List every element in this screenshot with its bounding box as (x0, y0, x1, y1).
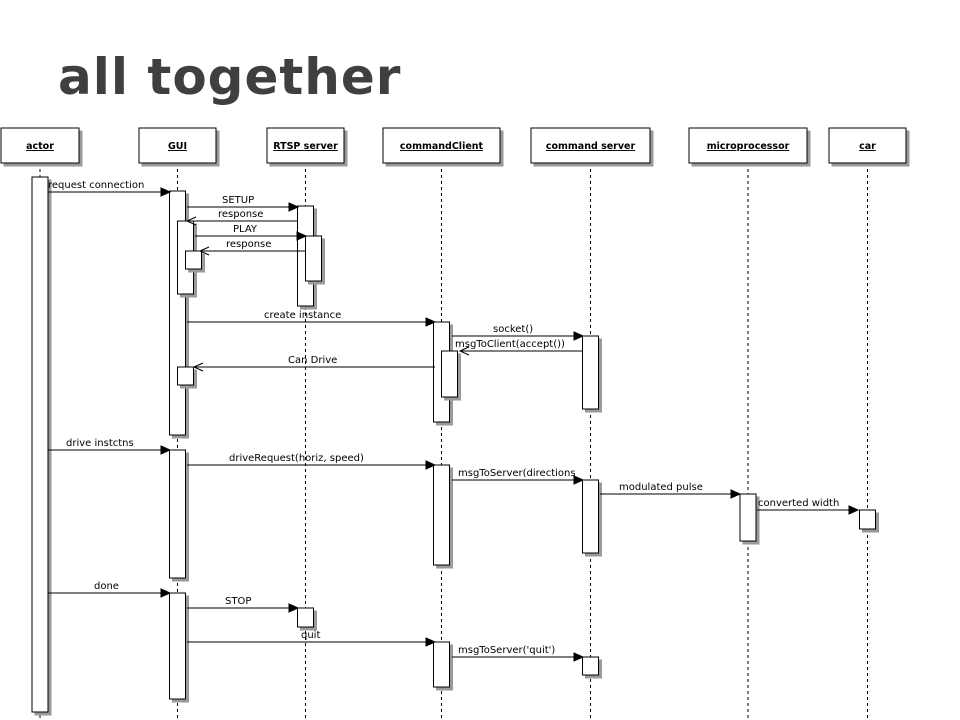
activation-bar (582, 335, 599, 410)
message-label: done (94, 581, 119, 592)
activation-bar (185, 250, 202, 270)
message-label: PLAY (233, 224, 258, 235)
arrowhead-open (458, 346, 470, 356)
arrowhead-filled (425, 460, 437, 470)
arrowhead-filled (288, 202, 300, 212)
lifeline-label-rtsp: RTSP server (273, 141, 338, 152)
lifeline-label-actor: actor (26, 141, 54, 152)
arrowhead-open (192, 362, 204, 372)
message-label: msgToServer(directions (458, 468, 576, 479)
message-label: SETUP (222, 195, 254, 206)
lifeline-head-cmdserver (530, 127, 651, 164)
arrowhead-filled (160, 445, 172, 455)
message-label: request connection (48, 180, 144, 191)
message-label: msgToClient(accept()) (455, 339, 565, 350)
slide-title: all together (58, 48, 402, 106)
arrowhead-filled (848, 505, 860, 515)
message-label: socket() (493, 324, 533, 335)
activation-bar (177, 366, 194, 386)
activation-bar (169, 449, 186, 579)
activation-bar (441, 350, 458, 398)
arrowhead-filled (573, 475, 585, 485)
arrowhead-filled (573, 652, 585, 662)
arrowhead-filled (573, 331, 585, 341)
lifeline-head-car (828, 127, 907, 164)
arrowhead-filled (425, 637, 437, 647)
lifeline-head-gui (138, 127, 217, 164)
message-label: converted width (758, 498, 839, 509)
message-label: quit (301, 630, 320, 641)
arrowhead-filled (160, 187, 172, 197)
arrowhead-open (185, 216, 197, 226)
arrowhead-filled (160, 588, 172, 598)
lifeline-head-rtsp (266, 127, 345, 164)
arrowhead-filled (296, 231, 308, 241)
activation-bar (582, 479, 599, 554)
lifeline-head-cmdclient (382, 127, 501, 164)
message-label: driveRequest(horiz, speed) (229, 453, 364, 464)
message-label: Can Drive (288, 355, 337, 366)
activation-bar (31, 176, 49, 713)
message-label: create instance (264, 310, 341, 321)
arrowhead-open (198, 246, 210, 256)
activation-bar (739, 493, 757, 542)
activation-bar (859, 509, 876, 530)
activation-bar (305, 235, 322, 282)
arrowhead-filled (730, 489, 742, 499)
activation-bar (582, 656, 599, 676)
message-label: drive instctns (66, 438, 134, 449)
lifeline-label-gui: GUI (168, 141, 187, 152)
lifeline-label-car: car (859, 141, 876, 152)
lifeline-head-actor (0, 127, 80, 164)
message-label: modulated pulse (619, 482, 703, 493)
activation-bar (433, 464, 450, 566)
message-label: response (218, 209, 263, 220)
arrowhead-filled (288, 603, 300, 613)
message-label: msgToServer('quit') (458, 645, 555, 656)
lifeline-label-cmdserver: command server (546, 141, 636, 152)
lifeline-label-cmdclient: commandClient (400, 141, 484, 152)
lifeline-head-micro (688, 127, 808, 164)
activation-bar (297, 607, 314, 628)
activation-bar (433, 641, 450, 688)
lifeline-label-micro: microprocessor (707, 141, 790, 152)
arrowhead-filled (425, 317, 437, 327)
message-label: STOP (225, 596, 251, 607)
activation-bar (169, 592, 186, 700)
message-label: response (226, 239, 271, 250)
